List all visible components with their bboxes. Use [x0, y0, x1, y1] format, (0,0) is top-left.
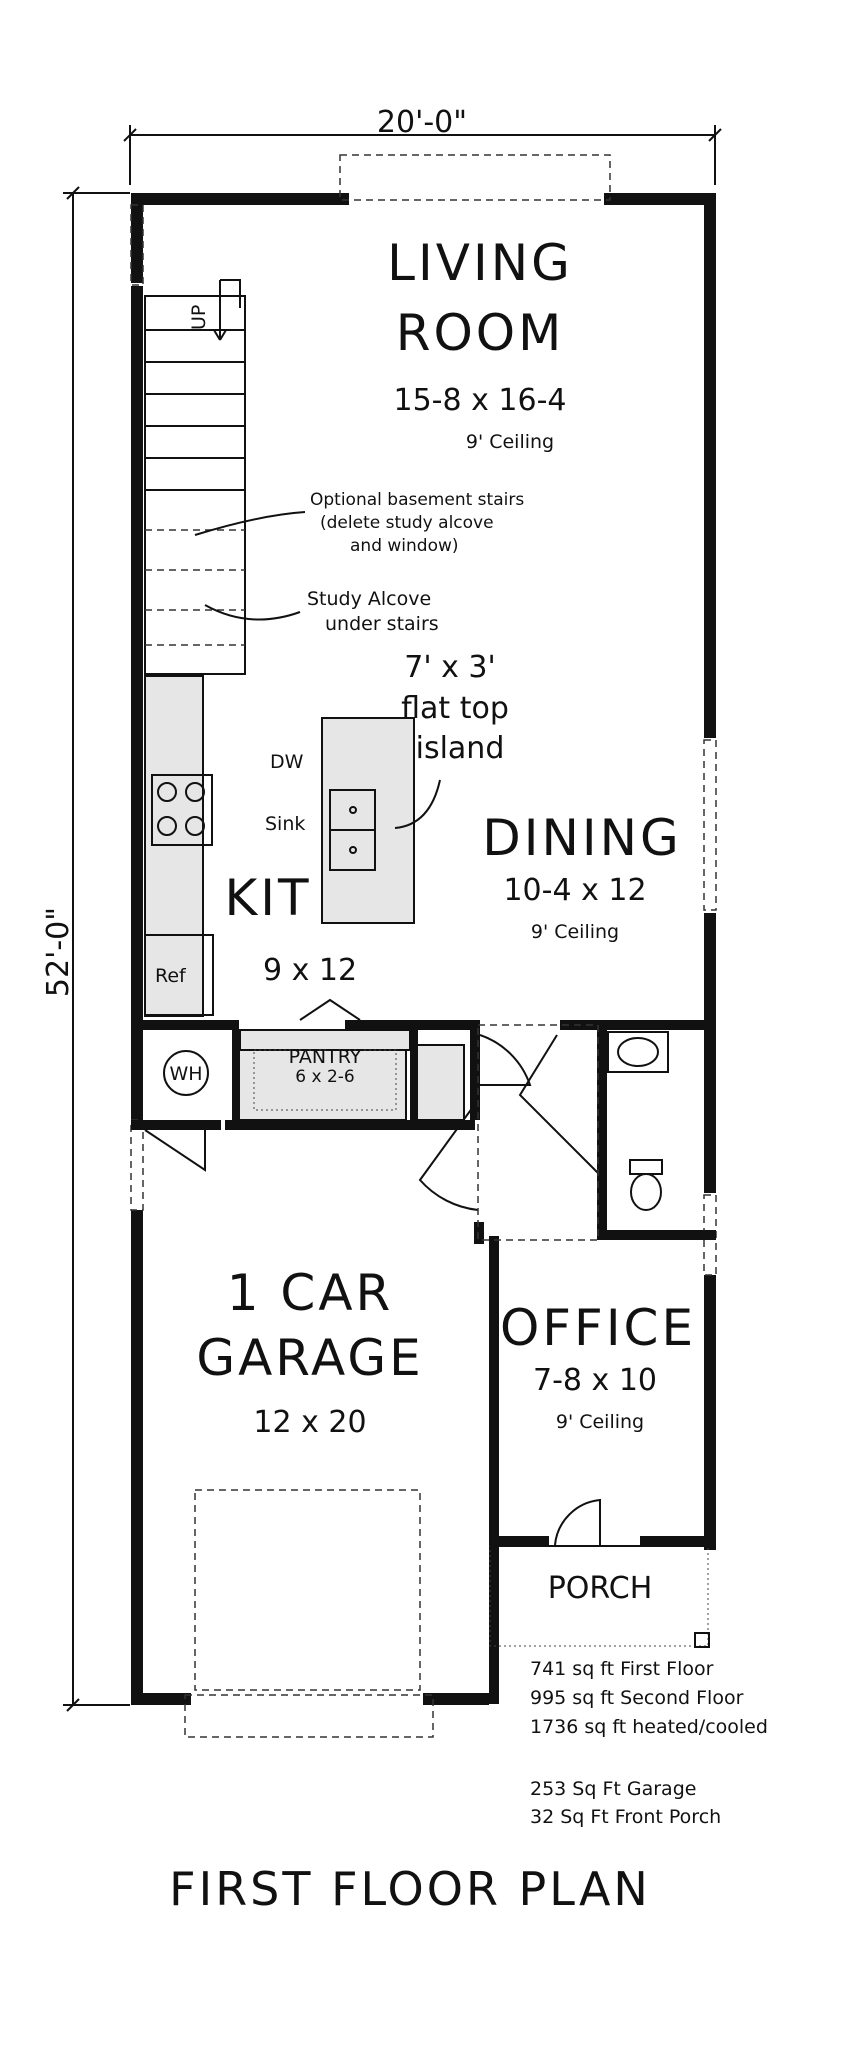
cooktop: [151, 774, 213, 846]
area-garage: 253 Sq Ft Garage: [530, 1778, 696, 1800]
kitchen-name: KIT: [224, 869, 311, 927]
exterior-walls: [131, 193, 716, 1705]
living-room-name-1: LIVING: [387, 234, 573, 292]
stairs: UP: [144, 279, 246, 675]
stairs-up-label: UP: [188, 305, 210, 330]
island-note-2: flat top: [401, 691, 509, 726]
office-name: OFFICE: [500, 1299, 696, 1357]
bathroom-fixtures: [607, 1031, 669, 1211]
doors: [144, 998, 601, 1546]
depth-label: 52'-0": [41, 907, 76, 997]
living-room-ceiling: 9' Ceiling: [466, 431, 554, 453]
porch-area: [489, 1545, 710, 1648]
porch-name: PORCH: [548, 1571, 653, 1606]
water-heater: WH: [163, 1050, 209, 1096]
living-room-size: 15-8 x 16-4: [394, 383, 567, 418]
basement-note-3: and window): [350, 536, 459, 556]
office-ceiling: 9' Ceiling: [556, 1411, 644, 1433]
sink: [329, 789, 376, 871]
area-porch: 32 Sq Ft Front Porch: [530, 1806, 721, 1828]
garage-door: [194, 1489, 421, 1691]
garage-size: 12 x 20: [253, 1405, 366, 1440]
garage-name-2: GARAGE: [196, 1329, 423, 1387]
dining-room-ceiling: 9' Ceiling: [531, 921, 619, 943]
island-note-3: island: [416, 731, 505, 766]
living-room-name-2: ROOM: [396, 304, 565, 362]
kitchen-size: 9 x 12: [263, 953, 357, 988]
study-note-2: under stairs: [325, 613, 439, 635]
width-label: 20'-0": [377, 105, 467, 140]
depth-dimension: 52'-0": [41, 186, 130, 1712]
pantry-shelving: [239, 1029, 411, 1111]
garage-name-1: 1 CAR: [227, 1264, 394, 1322]
refrigerator-label: Ref: [155, 965, 187, 987]
refrigerator: Ref: [144, 934, 214, 1016]
basement-note-1: Optional basement stairs: [310, 490, 524, 510]
area-first-floor: 741 sq ft First Floor: [530, 1658, 714, 1680]
water-heater-label: WH: [169, 1063, 202, 1085]
plan-title: FIRST FLOOR PLAN: [169, 1862, 651, 1916]
dishwasher-label: DW: [270, 751, 304, 773]
area-second-floor: 995 sq ft Second Floor: [530, 1687, 744, 1709]
sink-label: Sink: [265, 813, 305, 835]
dining-room-name: DINING: [482, 809, 682, 867]
area-heated: 1736 sq ft heated/cooled: [530, 1716, 768, 1738]
pantry-name: PANTRY: [289, 1046, 362, 1068]
pantry-size: 6 x 2-6: [295, 1067, 354, 1087]
basement-note-2: (delete study alcove: [320, 513, 494, 533]
island-note-1: 7' x 3': [404, 650, 496, 685]
study-note-1: Study Alcove: [307, 588, 431, 610]
dining-room-size: 10-4 x 12: [503, 873, 646, 908]
interior-walls: [131, 1020, 716, 1244]
width-dimension: 20'-0": [123, 105, 722, 185]
office-size: 7-8 x 10: [533, 1363, 657, 1398]
